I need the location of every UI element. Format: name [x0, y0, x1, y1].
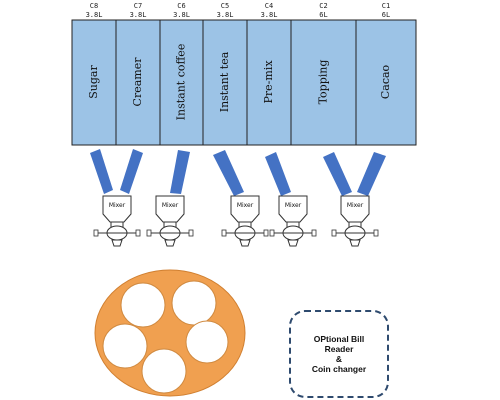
- canister-2: [115, 19, 161, 146]
- payment-line-2: Reader: [324, 344, 354, 354]
- chute: [323, 152, 352, 196]
- mixer-nozzle: [188, 229, 194, 237]
- canister-code: C2: [319, 2, 327, 10]
- mixer-3: Mixer: [221, 195, 269, 247]
- canister-label: Cacao: [379, 64, 392, 99]
- mixer-nozzle: [331, 229, 337, 237]
- payment-line-1: OPtional Bill: [313, 334, 365, 344]
- canister-code: C5: [221, 2, 229, 10]
- chute: [357, 152, 386, 196]
- mixer-nozzle: [263, 229, 269, 237]
- mixer-label: Mixer: [162, 202, 179, 209]
- canister-7: [355, 19, 417, 146]
- canister-capacity: 3.8L: [86, 11, 103, 19]
- mixer-5: Mixer: [331, 195, 379, 247]
- mixer-outlet: [349, 239, 361, 247]
- payment-line-3: &: [335, 354, 343, 364]
- canister-code: C6: [177, 2, 185, 10]
- mixer-nozzle: [373, 229, 379, 237]
- mixer-label: Mixer: [347, 202, 364, 209]
- payment-line-4: Coin changer: [311, 364, 367, 374]
- mixer-nozzle: [221, 229, 227, 237]
- mixer-outlet: [239, 239, 251, 247]
- canister-label: Creamer: [131, 57, 144, 107]
- chute: [170, 150, 190, 194]
- chute-group: [90, 149, 386, 196]
- canister-capacity: 3.8L: [130, 11, 147, 19]
- canister-label: Topping: [317, 60, 330, 105]
- canister-label: Instant coffee: [175, 44, 188, 121]
- mixer-nozzle: [146, 229, 152, 237]
- mixer-body: [278, 195, 308, 223]
- mixer-outlet: [287, 239, 299, 247]
- payment-box: OPtional Bill Reader & Coin changer: [289, 310, 389, 398]
- canister-1: [71, 19, 117, 146]
- mixer-nozzle: [311, 229, 317, 237]
- mixer-body: [340, 195, 370, 223]
- mixer-nozzle: [269, 229, 275, 237]
- canister-capacity: 3.8L: [261, 11, 278, 19]
- mixer-label: Mixer: [285, 202, 302, 209]
- mixer-outlet: [164, 239, 176, 247]
- canister-5: [246, 19, 292, 146]
- chute: [120, 149, 143, 194]
- mixer-body: [155, 195, 185, 223]
- chute: [213, 150, 244, 196]
- mixer-1: Mixer: [93, 195, 141, 247]
- canister-3: [159, 19, 204, 146]
- cup-slot: [185, 320, 229, 364]
- mixer-body: [102, 195, 132, 223]
- mixer-row: Mixer Mixer Mixer Mixer Mixer: [93, 195, 379, 247]
- canister-label: Sugar: [87, 65, 100, 99]
- canister-label: Pre-mix: [262, 60, 275, 104]
- cup-slot: [120, 282, 166, 328]
- mixer-body: [230, 195, 260, 223]
- canister-code: C1: [382, 2, 390, 10]
- canister-capacity: 3.8L: [217, 11, 234, 19]
- mixer-label: Mixer: [237, 202, 254, 209]
- canister-capacity: 3.8L: [173, 11, 190, 19]
- canister-code: C4: [265, 2, 273, 10]
- chute: [265, 152, 291, 196]
- canister-capacity: 6L: [382, 11, 390, 19]
- cup-slot: [141, 348, 187, 394]
- mixer-4: Mixer: [269, 195, 317, 247]
- canister-capacity: 6L: [319, 11, 327, 19]
- canister-code: C7: [134, 2, 142, 10]
- cup-group: [102, 280, 229, 394]
- chute: [90, 149, 113, 194]
- mixer-label: Mixer: [109, 202, 126, 209]
- mixer-outlet: [111, 239, 123, 247]
- canister-6: [290, 19, 357, 146]
- mixer-nozzle: [93, 229, 99, 237]
- cup-turntable: [94, 269, 246, 397]
- canister-4: [202, 19, 248, 146]
- cup-slot: [102, 323, 148, 369]
- canister-label: Instant tea: [218, 51, 231, 112]
- mixer-nozzle: [135, 229, 141, 237]
- cup-slot: [171, 280, 217, 326]
- mixer-2: Mixer: [146, 195, 194, 247]
- canister-code: C8: [90, 2, 98, 10]
